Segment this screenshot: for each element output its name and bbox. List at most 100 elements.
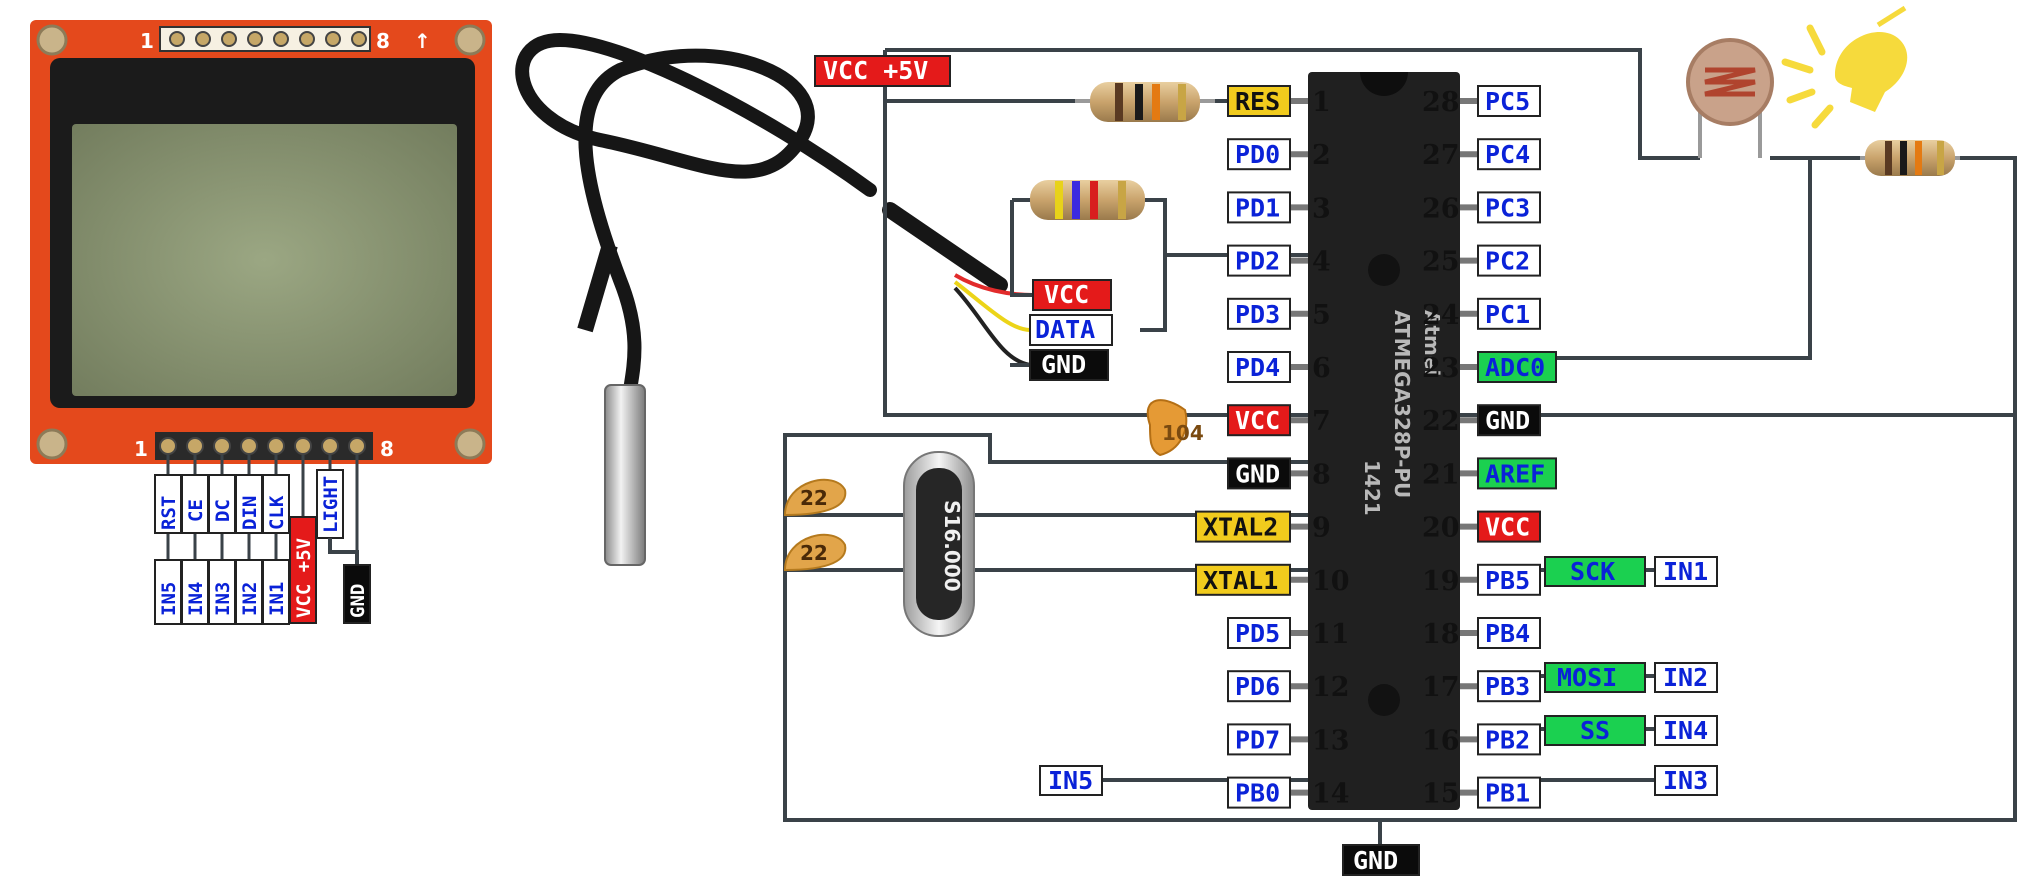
chip-pin-label-4: PD2 bbox=[1235, 247, 1280, 276]
chip-pin-label-box bbox=[1477, 244, 1541, 277]
in4-label: IN4 bbox=[1663, 716, 1708, 745]
chip-pin-number-7: 7 bbox=[1312, 406, 1331, 437]
sensor-labels: VCC DATA GND bbox=[1029, 279, 1113, 381]
chip-pin-number-18: 18 bbox=[1422, 619, 1460, 650]
chip-pin-label-box bbox=[1477, 617, 1541, 649]
chip-pin-number-25: 25 bbox=[1422, 247, 1460, 278]
lcd-pin-light: LIGHT bbox=[320, 476, 342, 533]
in5-label: IN5 bbox=[1048, 766, 1093, 795]
chip-pin-label-6: PD4 bbox=[1235, 353, 1280, 382]
chip-pin-label-8: GND bbox=[1235, 459, 1280, 488]
chip-pin-label-box bbox=[1227, 776, 1291, 809]
chip-pin-number-1: 1 bbox=[1312, 87, 1331, 118]
chip-pin-number-21: 21 bbox=[1422, 459, 1460, 490]
sensor-vcc-label: VCC bbox=[1044, 280, 1089, 309]
chip-pin-label-box bbox=[1477, 670, 1541, 703]
chip-pin-label-24: PC1 bbox=[1485, 300, 1530, 329]
chip-pin-label-box bbox=[1477, 191, 1541, 224]
lcd-pin-dc: DC bbox=[212, 499, 234, 522]
chip-pin-number-22: 22 bbox=[1422, 406, 1460, 437]
chip-pin-number-20: 20 bbox=[1422, 513, 1460, 544]
chip-pin-label-box bbox=[1227, 351, 1291, 383]
light-bulb-icon bbox=[1781, 5, 1908, 129]
chip-pin-label-16: PB2 bbox=[1485, 725, 1530, 754]
vcc5v-label: VCC +5V bbox=[823, 56, 928, 85]
chip-pin-label-9: XTAL2 bbox=[1203, 513, 1278, 542]
resistor-ldr-divider bbox=[1860, 140, 1960, 176]
ds18b20-probe bbox=[515, 32, 1008, 566]
arrow-up-icon: ↑ bbox=[414, 29, 431, 53]
chip-pin-label-box bbox=[1227, 138, 1291, 171]
chip-pin-number-2: 2 bbox=[1312, 140, 1331, 171]
lcd-pin-din: DIN bbox=[239, 496, 261, 530]
chip-pin-label-box bbox=[1477, 563, 1541, 596]
chip-pin-label-18: PB4 bbox=[1485, 619, 1530, 648]
chip-pin-label-box bbox=[1477, 351, 1557, 383]
sck-label: SCK bbox=[1570, 557, 1615, 586]
capacitor-104: 104 bbox=[1146, 399, 1204, 457]
chip-pin-number-15: 15 bbox=[1422, 779, 1460, 810]
chip-pin-label-11: PD5 bbox=[1235, 619, 1280, 648]
light-gnd-wire bbox=[328, 538, 359, 565]
chip-pin-label-box bbox=[1477, 404, 1541, 437]
lcd-pin-vcc5v: VCC +5V bbox=[293, 538, 315, 618]
lcd-net-in3: IN3 bbox=[212, 582, 234, 616]
chip-pin-label-21: AREF bbox=[1485, 459, 1545, 488]
lcd-bottom-pin-8: 8 bbox=[380, 437, 394, 461]
chip-pin-label-19: PB5 bbox=[1485, 566, 1530, 595]
chip-pin-label-28: PC5 bbox=[1485, 87, 1530, 116]
chip-pin-number-26: 26 bbox=[1422, 193, 1460, 224]
chip-pin-label-27: PC4 bbox=[1485, 140, 1530, 169]
chip-pin-label-box bbox=[1227, 670, 1291, 703]
chip-pin-number-11: 11 bbox=[1312, 619, 1350, 650]
chip-pin-label-box bbox=[1195, 510, 1291, 543]
in3-label: IN3 bbox=[1663, 766, 1708, 795]
chip-pin-number-28: 28 bbox=[1422, 87, 1460, 118]
chip-pin-label-box bbox=[1227, 404, 1291, 437]
lcd-pin-labels: RST CE DC DIN CLK VCC +5V LIGHT bbox=[154, 469, 344, 624]
lcd-net-in4: IN4 bbox=[185, 582, 207, 616]
crystal-marking: S16.000 bbox=[940, 500, 964, 592]
chip-pin-number-12: 12 bbox=[1312, 672, 1350, 703]
chip-pin-label-10: XTAL1 bbox=[1203, 566, 1278, 595]
mosi-label: MOSI bbox=[1557, 663, 1617, 692]
chip-pin-number-27: 27 bbox=[1422, 140, 1460, 171]
chip-pin-label-box bbox=[1227, 457, 1291, 490]
sensor-data-label: DATA bbox=[1035, 315, 1095, 344]
chip-pin-label-box bbox=[1477, 85, 1541, 117]
chip-pin-label-box bbox=[1477, 510, 1541, 543]
chip-pin-label-box bbox=[1477, 723, 1541, 756]
capacitor-22-top: 22 bbox=[783, 478, 847, 517]
in2-label: IN2 bbox=[1663, 663, 1708, 692]
resistor-sensor-pullup bbox=[1030, 180, 1145, 220]
atmega328p-chip: Atmel ATMEGA328P-PU 1421 bbox=[1308, 72, 1460, 810]
chip-pin-number-8: 8 bbox=[1312, 459, 1331, 490]
cap-22-top-label: 22 bbox=[800, 486, 828, 510]
chip-pin-label-5: PD3 bbox=[1235, 300, 1280, 329]
lcd-net-in2: IN2 bbox=[239, 582, 261, 616]
chip-pin-number-9: 9 bbox=[1312, 513, 1331, 544]
chip-pin-number-24: 24 bbox=[1422, 300, 1460, 331]
chip-pin-label-25: PC2 bbox=[1485, 247, 1530, 276]
chip-pin-number-14: 14 bbox=[1312, 779, 1350, 810]
chip-pin-label-2: PD0 bbox=[1235, 140, 1280, 169]
chip-pin-label-12: PD6 bbox=[1235, 672, 1280, 701]
spi-labels: SCK IN1 MOSI IN2 SS IN4 IN3 IN5 bbox=[1039, 556, 1718, 796]
chip-pin-number-19: 19 bbox=[1422, 566, 1460, 597]
chip-pin-label-box bbox=[1227, 723, 1291, 756]
lcd-pin-clk: CLK bbox=[266, 495, 288, 530]
chip-pin-number-16: 16 bbox=[1422, 725, 1460, 756]
lcd-net-in1: IN1 bbox=[266, 582, 288, 616]
chip-pin-label-13: PD7 bbox=[1235, 725, 1280, 754]
chip-pin-number-4: 4 bbox=[1312, 247, 1331, 278]
chip-brand: Atmel bbox=[1420, 310, 1444, 376]
chip-pin-label-7: VCC bbox=[1235, 406, 1280, 435]
lcd-bottom-pin-1: 1 bbox=[134, 437, 148, 461]
capacitor-22-bottom: 22 bbox=[783, 533, 847, 572]
ss-label: SS bbox=[1580, 716, 1610, 745]
chip-pin-label-22: GND bbox=[1485, 406, 1530, 435]
chip-pin-number-6: 6 bbox=[1312, 353, 1331, 384]
